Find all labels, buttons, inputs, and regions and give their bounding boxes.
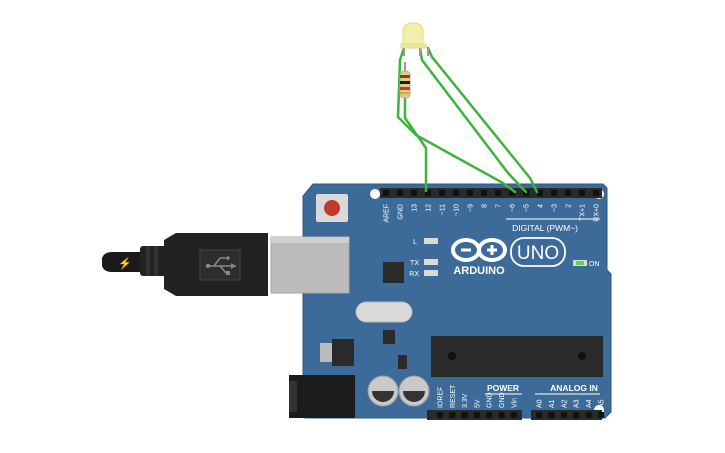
digital-socket[interactable]: [579, 190, 585, 196]
wire-led-to-pin6[interactable]: [418, 46, 528, 194]
small-chip: [383, 330, 395, 344]
digital-pin-label: ~5: [524, 204, 531, 212]
power-socket[interactable]: [461, 412, 468, 418]
on-label: ON: [589, 261, 600, 268]
digital-socket[interactable]: [425, 190, 431, 196]
digital-header-label: DIGITAL (PWM~): [512, 223, 578, 233]
analog-pin-label: A1: [549, 399, 556, 408]
digital-socket[interactable]: [467, 190, 473, 196]
voltage-regulator: [320, 339, 354, 366]
mounting-hole: [370, 189, 380, 199]
digital-pin-label: 4: [538, 204, 545, 208]
digital-pin-label: ~10: [454, 204, 461, 216]
power-socket[interactable]: [486, 412, 493, 418]
reset-button[interactable]: [316, 194, 348, 222]
crystal-oscillator: [355, 301, 413, 323]
digital-pin-label: 12: [426, 204, 433, 212]
digital-socket[interactable]: [481, 190, 487, 196]
capacitor: [367, 375, 399, 407]
analog-pin-label: A0: [537, 399, 544, 408]
digital-pin-label: 8: [482, 204, 489, 208]
power-pin-label: RESET: [450, 384, 457, 408]
wire-resistor-to-gnd[interactable]: [403, 96, 428, 193]
microcontroller-chip: [431, 336, 603, 377]
analog-socket[interactable]: [598, 412, 604, 418]
power-socket[interactable]: [473, 412, 480, 418]
digital-pin-label: 13: [412, 204, 419, 212]
digital-socket[interactable]: [537, 190, 543, 196]
digital-socket[interactable]: [453, 190, 459, 196]
analog-socket[interactable]: [585, 412, 592, 418]
analog-socket[interactable]: [573, 412, 580, 418]
digital-pin-label: TX+1: [580, 204, 587, 221]
digital-pin-label: AREF: [384, 204, 391, 223]
digital-socket[interactable]: [551, 190, 557, 196]
led-rx-label: RX: [409, 271, 419, 278]
digital-header: [380, 188, 602, 198]
digital-pin-label: 7: [496, 204, 503, 208]
digital-pin-label: 2: [566, 204, 573, 208]
analog-pin-label: A4: [586, 399, 593, 408]
wire-led-to-pin5[interactable]: [426, 46, 539, 194]
usb-connector: [270, 236, 350, 294]
digital-socket[interactable]: [565, 190, 571, 196]
analog-header-label: ANALOG IN: [550, 383, 598, 393]
power-socket[interactable]: [498, 412, 505, 418]
digital-socket[interactable]: [495, 190, 501, 196]
digital-socket[interactable]: [439, 190, 445, 196]
power-jack: [289, 375, 355, 418]
analog-pin-label: A3: [574, 399, 581, 408]
model-label: UNO: [517, 243, 559, 264]
digital-socket[interactable]: [593, 190, 599, 196]
analog-pin-label: A5: [599, 399, 606, 408]
lightning-icon: ⚡: [118, 257, 132, 270]
arduino-logo-icon: [451, 238, 507, 262]
power-pin-label: 3.3V: [462, 393, 469, 408]
led-tx-label: TX: [410, 260, 419, 267]
usb-cable[interactable]: ⚡: [102, 233, 268, 296]
power-pin-label: Vin: [511, 398, 518, 408]
model-badge: [510, 237, 566, 267]
power-socket[interactable]: [510, 412, 517, 418]
led-rx-indicator: [424, 270, 438, 276]
led-tx-indicator: [424, 259, 438, 265]
power-header-label: POWER: [487, 383, 519, 393]
power-pin-label: GND: [487, 392, 494, 408]
brand-label: ARDUINO: [453, 265, 505, 277]
digital-pin-label: ~11: [440, 204, 447, 215]
tri-color-led[interactable]: [400, 22, 429, 56]
digital-socket[interactable]: [397, 190, 403, 196]
power-pin-label: GND: [499, 392, 506, 408]
digital-pin-label: ~9: [468, 204, 475, 212]
power-socket[interactable]: [449, 412, 456, 418]
power-pin-label: 5V: [474, 399, 481, 408]
wire-led-to-pin7[interactable]: [396, 46, 517, 194]
digital-pin-label: ~3: [552, 204, 559, 212]
resistor[interactable]: [399, 62, 411, 99]
usb-chip: [383, 262, 404, 283]
digital-pin-label: RX+0: [594, 204, 601, 222]
power-socket[interactable]: [437, 412, 443, 418]
led-l-label: L: [413, 239, 417, 246]
digital-pin-label: GND: [398, 204, 405, 220]
digital-socket[interactable]: [509, 190, 515, 196]
digital-pin-label: ~6: [510, 204, 517, 212]
analog-socket[interactable]: [536, 412, 542, 418]
power-pin-label: IOREF: [438, 387, 445, 408]
led-l-indicator: [424, 238, 438, 244]
analog-pin-label: A2: [561, 399, 568, 408]
usb-cable-symbol: [205, 256, 236, 275]
analog-socket[interactable]: [560, 412, 567, 418]
analog-socket[interactable]: [548, 412, 555, 418]
capacitor: [398, 375, 430, 407]
usb-connector-edge: [271, 237, 349, 243]
transistor: [398, 355, 407, 369]
digital-socket[interactable]: [383, 190, 389, 196]
power-on-indicator: [573, 260, 587, 266]
digital-socket[interactable]: [411, 190, 417, 196]
